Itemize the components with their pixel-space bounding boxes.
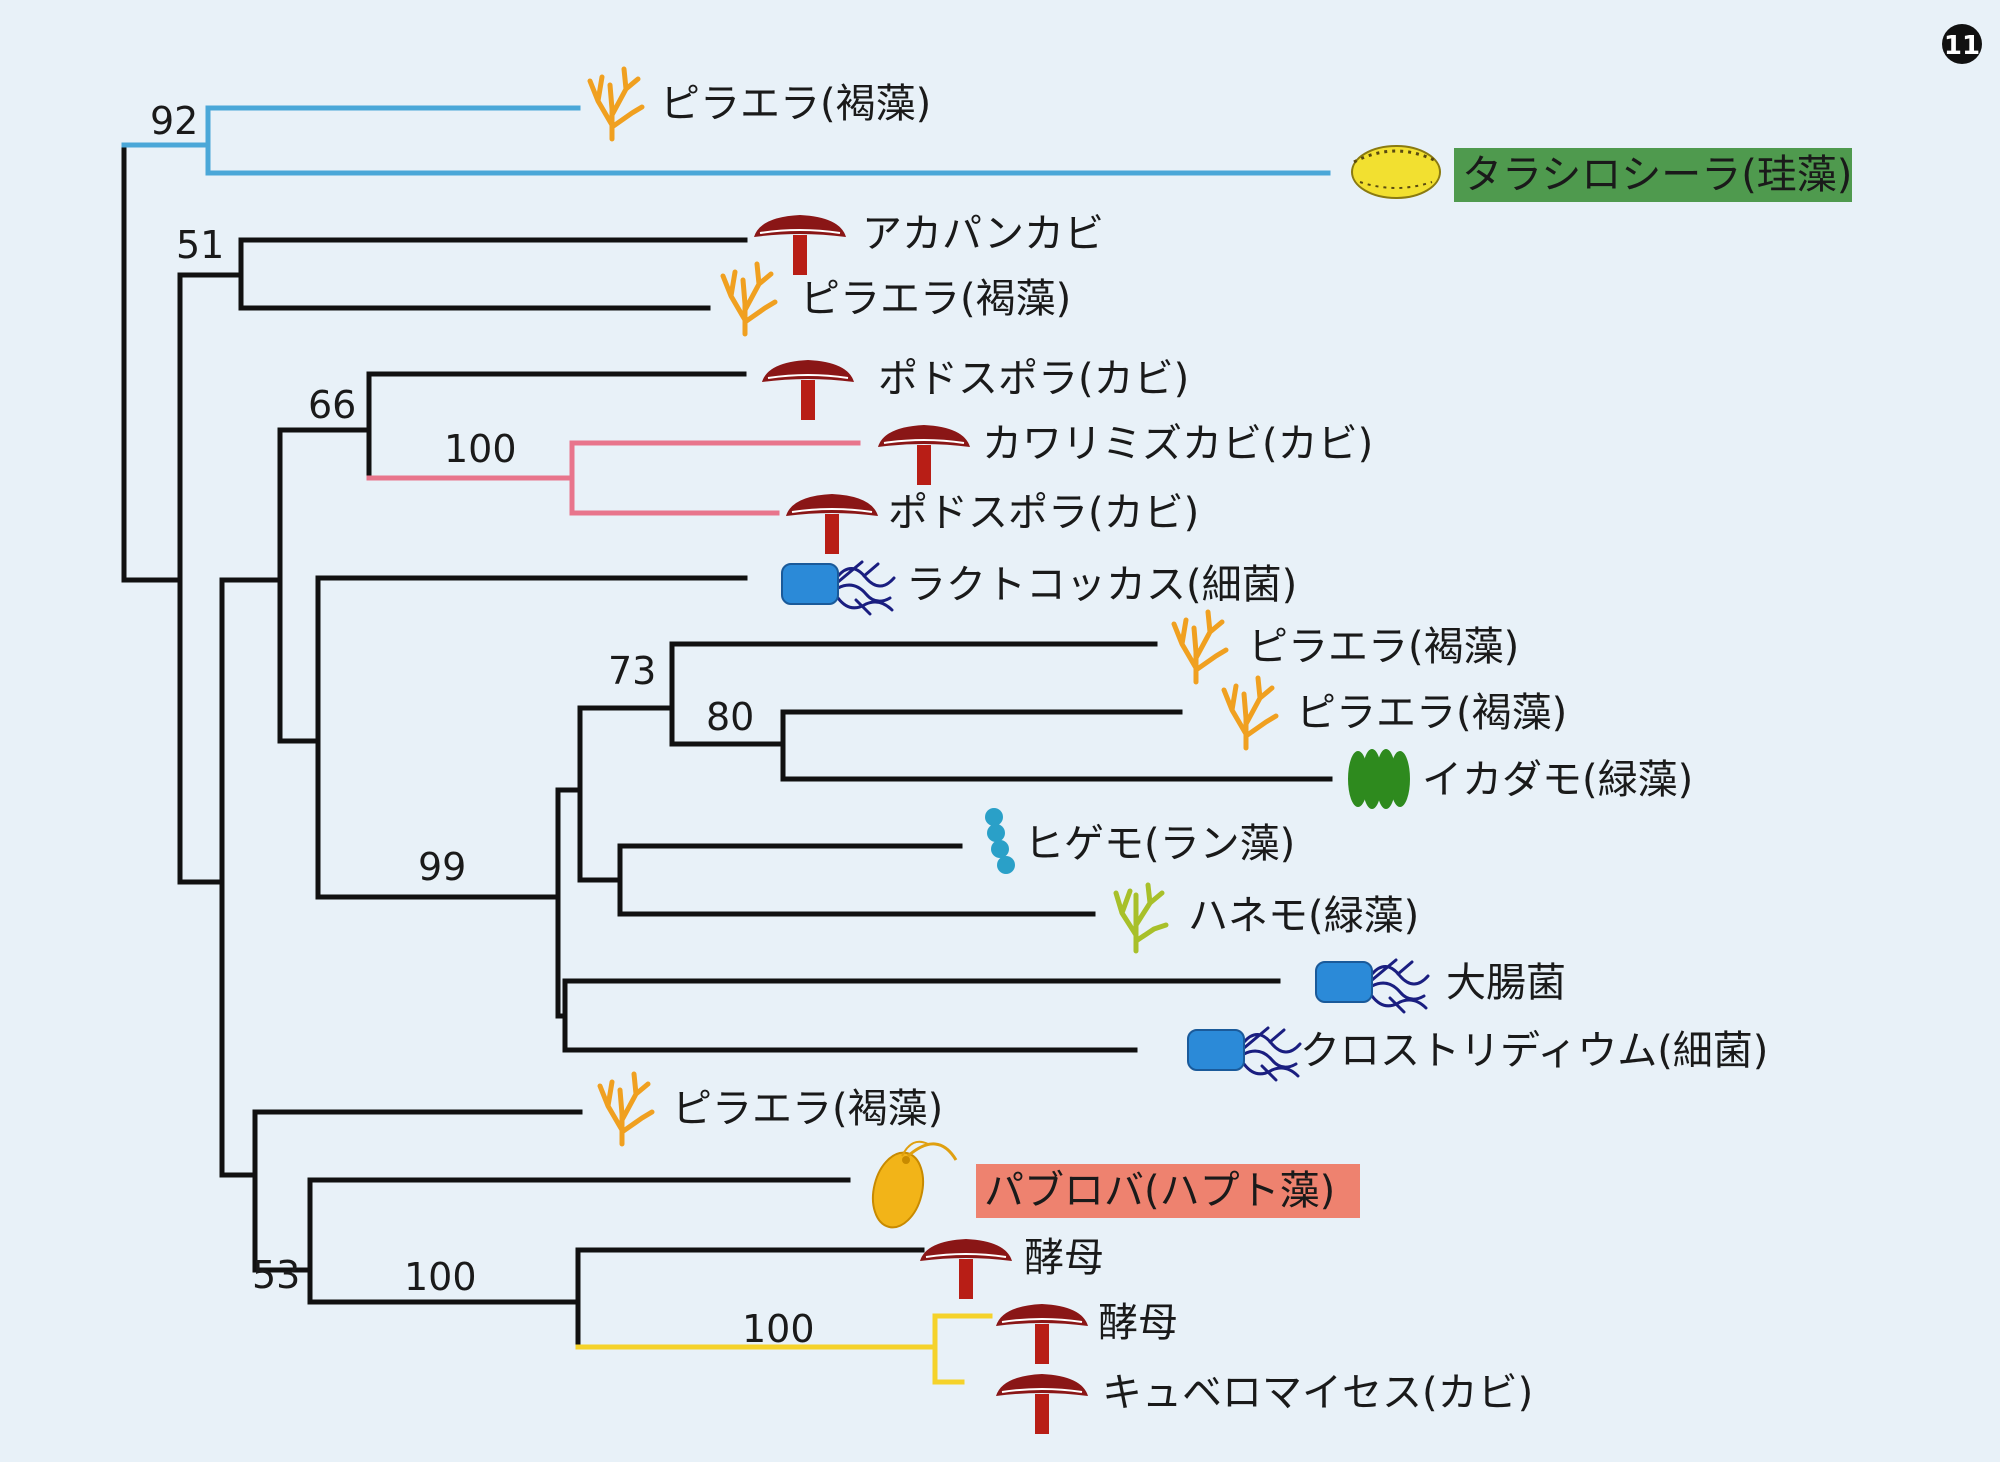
fungus-icon: [995, 1373, 1089, 1435]
taxon-label: カワリミズカビ(カビ): [982, 421, 1373, 467]
taxon-label: ハネモ(緑藻): [1188, 893, 1419, 939]
taxon-label: タラシロシーラ(珪藻): [1462, 152, 1852, 198]
fungus-icon: [761, 359, 855, 421]
haptophyte-icon: [864, 1140, 958, 1235]
bacterium-icon: [780, 560, 896, 616]
taxon-label: 酵母: [1098, 1300, 1178, 1346]
bacterium-icon: [1314, 958, 1430, 1014]
fungus-icon: [995, 1303, 1089, 1365]
bootstrap-value: 100: [742, 1307, 815, 1351]
bootstrap-value: 73: [608, 649, 656, 693]
taxon-label: ピラエラ(褐藻): [800, 276, 1071, 322]
taxon-label: キュベロマイセス(カビ): [1102, 1370, 1533, 1416]
fungus-icon: [919, 1238, 1013, 1300]
cyanobacterium-icon: [985, 808, 1015, 874]
taxon-label: パブロバ(ハプト藻): [984, 1168, 1335, 1214]
taxon-label: 大腸菌: [1446, 960, 1566, 1006]
green-alga-icon: [1348, 749, 1410, 809]
brown-alga-icon: [590, 69, 642, 139]
taxon-label: クロストリディウム(細菌): [1300, 1028, 1768, 1074]
corner-badge-number: 11: [1944, 31, 1980, 61]
bootstrap-value: 53: [252, 1253, 300, 1297]
taxon-label: 酵母: [1024, 1235, 1104, 1281]
bootstrap-value: 80: [706, 695, 754, 739]
bootstrap-value: 100: [404, 1255, 477, 1299]
taxon-label: ピラエラ(褐藻): [1296, 690, 1567, 736]
bootstrap-value: 100: [444, 427, 517, 471]
taxon-label: ポドスポラ(カビ): [888, 490, 1199, 536]
fungus-icon: [753, 214, 847, 276]
fungus-icon: [785, 493, 879, 555]
taxon-label: ピラエラ(褐藻): [672, 1086, 943, 1132]
taxon-label: イカダモ(緑藻): [1422, 757, 1693, 803]
bootstrap-value: 66: [308, 383, 356, 427]
hanemo-icon: [1116, 885, 1166, 951]
taxon-label: ピラエラ(褐藻): [660, 81, 931, 127]
taxon-label: ポドスポラ(カビ): [878, 356, 1189, 402]
taxon-highlight: [976, 1164, 1360, 1218]
brown-alga-icon: [723, 264, 775, 334]
taxon-label: ヒゲモ(ラン藻): [1024, 821, 1295, 867]
fungus-icon: [877, 424, 971, 486]
taxon-highlight: [1454, 148, 1852, 202]
taxon-label: ラクトコッカス(細菌): [906, 562, 1297, 608]
brown-alga-icon: [1224, 678, 1276, 748]
corner-badge: 11: [1942, 24, 1982, 64]
brown-alga-icon: [1174, 612, 1226, 682]
diatom-icon: [1350, 144, 1442, 200]
bacterium-icon: [1186, 1026, 1302, 1082]
taxon-label: ピラエラ(褐藻): [1248, 624, 1519, 670]
bootstrap-value: 99: [418, 845, 466, 889]
bootstrap-value: 51: [176, 223, 224, 267]
bootstrap-value: 92: [150, 99, 198, 143]
taxon-label: アカパンカビ: [862, 211, 1104, 257]
brown-alga-icon: [600, 1074, 652, 1144]
